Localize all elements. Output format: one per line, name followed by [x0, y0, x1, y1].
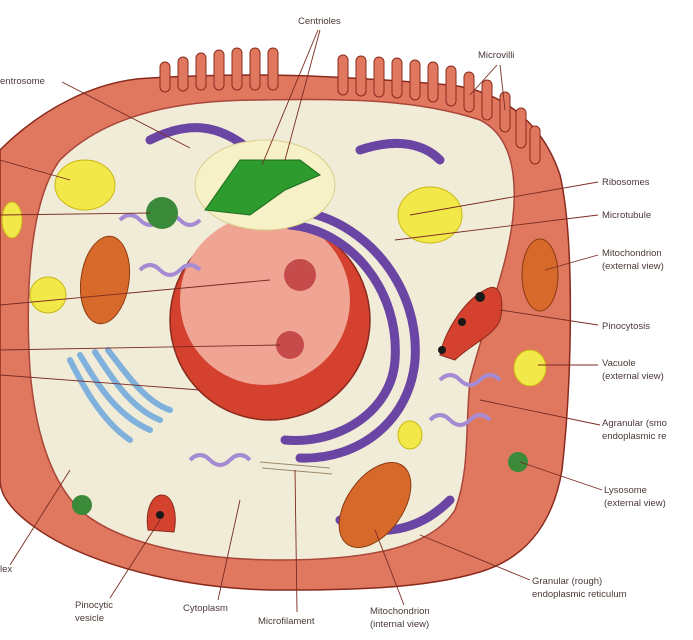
- vacuole: [2, 202, 22, 238]
- label-agranular-er-sub: endoplasmic re: [602, 431, 666, 442]
- label-pinocytic-vesicle: Pinocytic: [75, 600, 113, 611]
- label-mitochondrion-internal: Mitochondrion: [370, 606, 430, 617]
- label-pinocytic-vesicle-sub: vesicle: [75, 613, 104, 624]
- vacuole: [30, 277, 66, 313]
- label-centrioles: Centrioles: [298, 16, 341, 27]
- label-mitochondrion-external-sub: (external view): [602, 261, 664, 272]
- lysosome: [72, 495, 92, 515]
- label-granular-er: Granular (rough): [532, 576, 602, 587]
- label-granular-er-sub: endoplasmic reticulum: [532, 589, 627, 600]
- label-golgi-fragment: lex: [0, 564, 12, 575]
- vacuole: [55, 160, 115, 210]
- label-agranular-er: Agranular (smo: [602, 418, 667, 429]
- centrosome: [195, 140, 335, 230]
- label-ribosomes: Ribosomes: [602, 177, 650, 188]
- label-microvilli: Microvilli: [478, 50, 514, 61]
- label-mitochondrion-internal-sub: (internal view): [370, 619, 429, 630]
- label-lysosome-sub: (external view): [604, 498, 666, 509]
- label-centrosome: entrosome: [0, 76, 45, 87]
- vacuole: [398, 421, 422, 449]
- vacuole: [514, 350, 546, 386]
- label-vacuole-sub: (external view): [602, 371, 664, 382]
- lysosome: [146, 197, 178, 229]
- label-microtubule: Microtubule: [602, 210, 651, 221]
- label-microfilament: Microfilament: [258, 616, 315, 627]
- vacuole: [398, 187, 462, 243]
- label-pinocytosis: Pinocytosis: [602, 321, 650, 332]
- nucleolus: [276, 331, 304, 359]
- label-cytoplasm: Cytoplasm: [183, 603, 228, 614]
- label-vacuole: Vacuole: [602, 358, 636, 369]
- lysosome: [508, 452, 528, 472]
- mitochondrion: [522, 239, 558, 311]
- label-mitochondrion-external: Mitochondrion: [602, 248, 662, 259]
- label-lysosome: Lysosome: [604, 485, 647, 496]
- nucleolus: [284, 259, 316, 291]
